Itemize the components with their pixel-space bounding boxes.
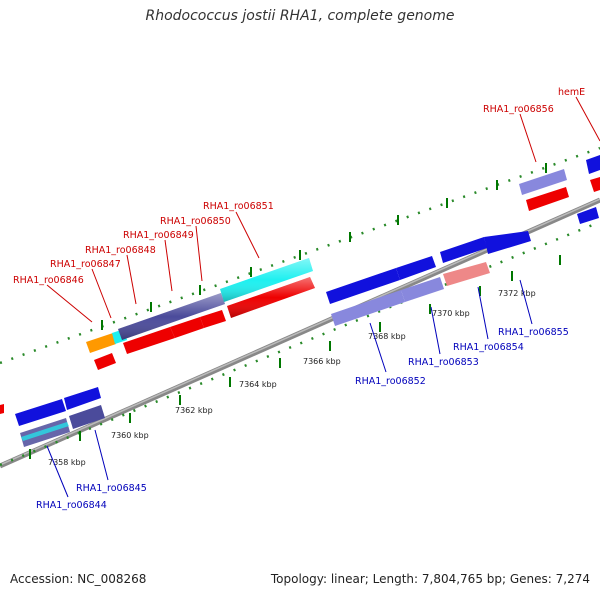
gene-label[interactable]: RHA1_ro06854 [453,342,524,353]
lower-major-ticks [29,255,561,459]
label-connector [430,306,441,355]
topology-text: Topology: linear; Length: 7,804,765 bp; … [270,572,590,586]
gene-label[interactable]: RHA1_ro06845 [76,483,147,494]
label-connector [46,445,69,498]
scale-label: 7358 kbp [48,458,86,467]
gene-red-2[interactable] [123,327,175,354]
scale-labels: 7358 kbp 7360 kbp 7362 kbp 7364 kbp 7366 kbp… [48,289,536,467]
map-title: Rhodococcus jostii RHA1, complete genome [145,8,455,24]
label-connector [519,113,537,163]
gene-blue-2[interactable] [396,256,436,280]
label-connector [164,239,173,292]
gene-label[interactable]: RHA1_ro06851 [203,201,274,212]
label-connectors [46,96,600,498]
gene-block-upper [86,258,315,370]
gene-block-lower [0,387,105,447]
gene-blue-7[interactable] [15,399,66,426]
scale-label: 7368 kbp [368,332,406,341]
gene-label[interactable]: RHA1_ro06855 [498,327,569,338]
gene-red-4[interactable] [200,310,226,328]
label-connector [575,96,600,142]
label-connector [195,225,203,282]
gene-red-5-shade [227,277,315,318]
label-connector [126,254,137,305]
gene-orange[interactable] [86,333,116,353]
gene-label[interactable]: RHA1_ro06847 [50,259,121,270]
label-connector [235,211,260,259]
gene-label[interactable]: RHA1_ro06848 [85,245,156,256]
label-connector [94,429,109,481]
gene-ro06853[interactable] [401,277,444,302]
gene-blue-8[interactable] [64,387,101,410]
gene-labels: RHA1_ro06846RHA1_ro06847RHA1_ro06848RHA1… [13,87,585,511]
gene-blue-5[interactable] [586,155,600,174]
gene-blue-6[interactable] [577,207,599,224]
label-connector [46,284,93,323]
gene-label[interactable]: RHA1_ro06844 [36,500,107,511]
gene-block-middle [326,155,600,326]
scale-label: 7360 kbp [111,431,149,440]
scale-label: 7372 kbp [498,289,536,298]
gene-blue-3[interactable] [440,237,487,263]
scale-label: 7364 kbp [239,380,277,389]
gene-label[interactable]: hemE [558,87,585,98]
gene-ro06856[interactable] [519,169,567,195]
gene-label[interactable]: RHA1_ro06856 [483,104,554,115]
label-connector [519,279,533,325]
gene-ro06844-stripe [21,422,69,441]
gene-label[interactable]: RHA1_ro06846 [13,275,84,286]
gene-red-3[interactable] [170,317,204,338]
gene-blue-1[interactable] [326,268,400,304]
accession-text: Accession: NC_008268 [10,572,147,586]
scale-label: 7362 kbp [175,406,213,415]
gene-ro06852[interactable] [331,290,405,326]
upper-major-ticks [101,163,547,330]
gene-ro06845[interactable] [69,405,105,429]
gene-label[interactable]: RHA1_ro06853 [408,357,479,368]
gene-blue-4[interactable] [484,231,531,254]
scale-label: 7366 kbp [303,357,341,366]
gene-red-7[interactable] [590,177,600,192]
label-connector [91,268,112,319]
gene-red-left[interactable] [0,404,4,414]
gene-label[interactable]: RHA1_ro06850 [160,216,231,227]
gene-label[interactable]: RHA1_ro06849 [123,230,194,241]
gene-red-6[interactable] [526,187,569,211]
gene-ro06847-06849-shade [118,293,225,340]
scale-label: 7370 kbp [432,309,470,318]
gene-red-1[interactable] [94,353,116,370]
gene-ro06850-06851-shade [220,258,313,302]
gene-ro06854[interactable] [443,262,490,286]
label-connector [477,286,489,340]
gene-label[interactable]: RHA1_ro06852 [355,376,426,387]
label-connector [369,322,387,373]
